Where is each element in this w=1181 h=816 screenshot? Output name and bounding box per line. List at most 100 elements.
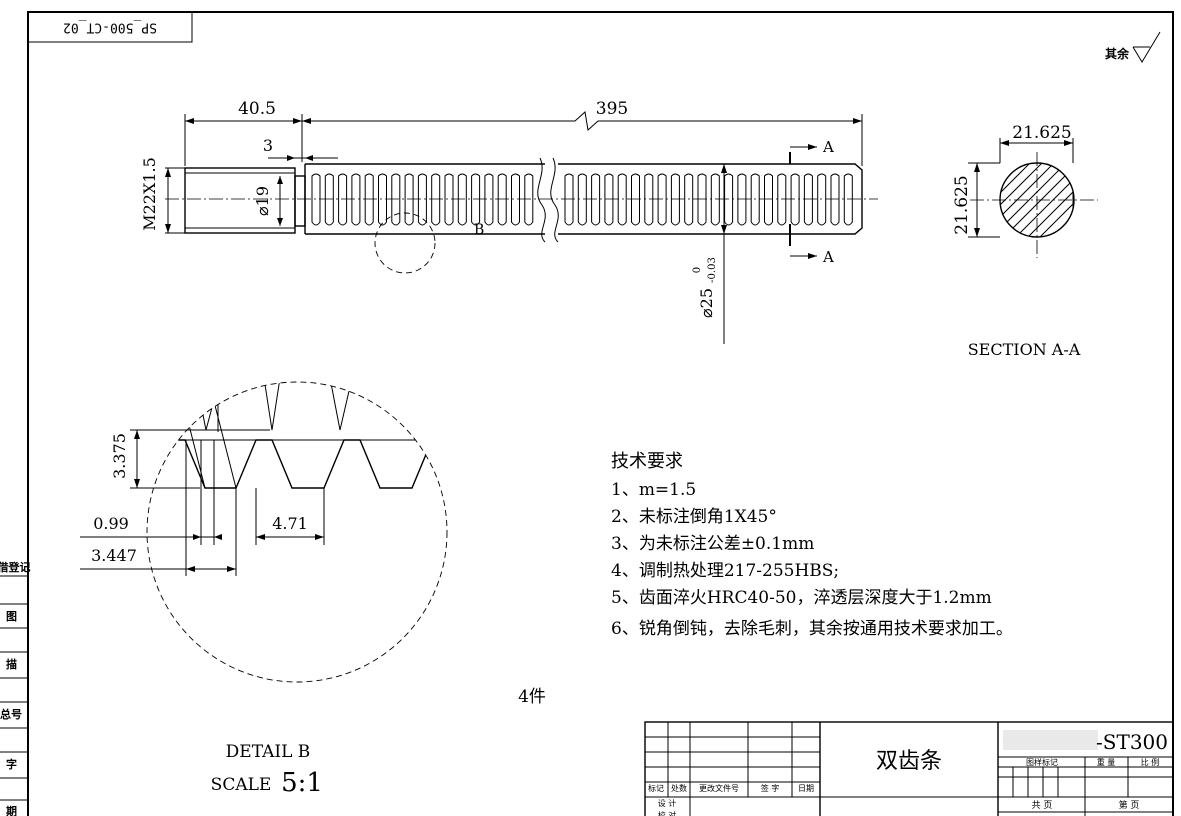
- rack-tooth: [444, 173, 454, 226]
- tb-drawing-no-redaction: [1003, 730, 1098, 750]
- tb-page: 第 页: [1119, 799, 1140, 811]
- rack-tooth: [710, 173, 720, 226]
- dim-shank-length: 40.5: [238, 99, 276, 119]
- rack-tooth: [817, 173, 827, 226]
- tech-req-item-2: 2、未标注倒角1X45°: [611, 507, 777, 527]
- rack-tooth: [631, 173, 640, 226]
- detail-scale-value: 5:1: [281, 768, 323, 798]
- tb-part-name: 双齿条: [876, 749, 942, 774]
- detail-b-label: B: [474, 222, 484, 238]
- rack-tooth: [351, 173, 361, 226]
- dim-section-width: 21.625: [1012, 123, 1071, 143]
- rack-tooth: [697, 173, 707, 226]
- detail-profile: [147, 382, 447, 489]
- roughness-symbol: 其余: [1105, 31, 1161, 63]
- rack-tooth: [777, 173, 787, 226]
- side-label-5: 期: [6, 804, 17, 816]
- rack-tooth: [338, 173, 348, 226]
- dim-chamfer: 3: [263, 136, 273, 155]
- rack-tooth: [404, 173, 414, 226]
- rack-tooth: [364, 173, 374, 226]
- tech-req-item-4: 4、调制热处理217-255HBS;: [611, 561, 839, 581]
- tech-requirements: 技术要求 1、m=1.5 2、未标注倒角1X45° 3、为未标注公差±0.1mm…: [611, 451, 1013, 639]
- rack-tooth: [830, 173, 840, 226]
- rack-tooth: [564, 173, 574, 226]
- detail-b-circle: [374, 212, 436, 274]
- tb-header-2: 更改文件号: [699, 783, 739, 793]
- hatch-line: [1000, 163, 1031, 237]
- section-square: [1000, 163, 1074, 237]
- tb-header-3: 签 字: [761, 783, 780, 793]
- rack-tooth: [790, 173, 800, 226]
- tb-drawing-no: -ST300: [1096, 730, 1168, 754]
- rack-tooth: [497, 173, 507, 226]
- break-line-right: [550, 157, 559, 243]
- rack-tooth: [803, 173, 813, 226]
- tb-header-1: 处数: [671, 783, 687, 793]
- section-marker-top: A: [822, 138, 834, 156]
- side-label-column: 借登记 图 描 总号 字 期: [0, 560, 31, 816]
- side-label-0: 借登记: [0, 560, 31, 574]
- rack-tooth: [644, 173, 654, 226]
- dim-pitch: 4.71: [272, 514, 308, 533]
- rack-tooth: [843, 173, 853, 226]
- rack-tooth: [764, 173, 773, 226]
- threaded-shank: [184, 167, 296, 234]
- dim-tooth-height: 3.375: [110, 433, 129, 479]
- main-view: B 40.5 395 3 M22X1.5 ⌀19 ⌀25 0 -0.03: [140, 99, 878, 344]
- rack-tooth: [324, 173, 334, 226]
- rack-tooth: [417, 173, 427, 226]
- rack-tooth: [657, 173, 667, 226]
- tb-header-4: 日期: [798, 784, 814, 793]
- tech-req-heading: 技术要求: [611, 451, 683, 472]
- tb-ratio: 比 例: [1141, 757, 1160, 767]
- rack-tooth: [511, 173, 520, 226]
- tech-req-item-3: 3、为未标注公差±0.1mm: [611, 534, 814, 554]
- dim-rod-dia: ⌀25: [697, 288, 716, 318]
- side-label-4: 字: [6, 757, 17, 771]
- rack-body: [305, 163, 863, 235]
- rack-tooth: [604, 173, 614, 226]
- dim-rod-tol-upper: 0: [692, 267, 703, 273]
- rack-tooth: [750, 173, 760, 226]
- tech-req-item-1: 1、m=1.5: [611, 480, 696, 500]
- drawing-number-box: [27, 11, 193, 43]
- detail-circle: [146, 381, 448, 683]
- tb-drawing-mark: 图样标记: [1026, 757, 1058, 767]
- tb-check: 校 对: [658, 810, 677, 816]
- teeth-left: [311, 173, 534, 226]
- detail-scale-label: SCALE: [211, 775, 272, 795]
- rack-tooth: [524, 173, 534, 226]
- rack-tooth: [484, 173, 494, 226]
- tb-design: 设 计: [658, 798, 677, 808]
- break-line-left: [537, 157, 546, 243]
- tech-req-item-5: 5、齿面淬火HRC40-50，淬透层深度大于1.2mm: [611, 588, 992, 608]
- rack-tooth: [737, 173, 747, 226]
- quantity-note: 4件: [518, 687, 546, 707]
- rack-tooth: [431, 173, 441, 226]
- rack-tooth: [471, 173, 481, 226]
- drawing-number-rotated: SP_500-CT_02: [63, 20, 157, 35]
- rack-tooth: [670, 173, 680, 226]
- side-label-1: 图: [6, 610, 17, 623]
- sheet-border: [27, 11, 1174, 816]
- rack-tooth: [391, 173, 401, 226]
- rack-tooth: [684, 173, 694, 226]
- dim-rod-tol-lower: -0.03: [707, 257, 718, 283]
- rack-tooth: [591, 173, 601, 226]
- dim-root-span: 3.447: [91, 546, 137, 565]
- teeth-right: [564, 173, 853, 226]
- tech-req-item-6: 6、锐角倒钝，去除毛刺，其余按通用技术要求加工。: [611, 619, 1013, 639]
- tb-weight: 重 量: [1097, 757, 1116, 767]
- roughness-note: 其余: [1105, 46, 1130, 61]
- dim-undercut-dia: ⌀19: [253, 186, 272, 216]
- rack-tooth: [378, 173, 387, 226]
- tb-total-pages: 共 页: [1032, 800, 1053, 811]
- title-block: 标记 处数 更改文件号 签 字 日期 设 计 校 对 双齿条 -ST300 图样…: [644, 721, 1174, 816]
- section-title: SECTION A-A: [968, 340, 1081, 359]
- dim-tip-width: 0.99: [93, 514, 129, 533]
- detail-title: DETAIL B: [226, 742, 311, 762]
- rack-tooth: [311, 173, 321, 226]
- rack-tooth: [577, 173, 587, 226]
